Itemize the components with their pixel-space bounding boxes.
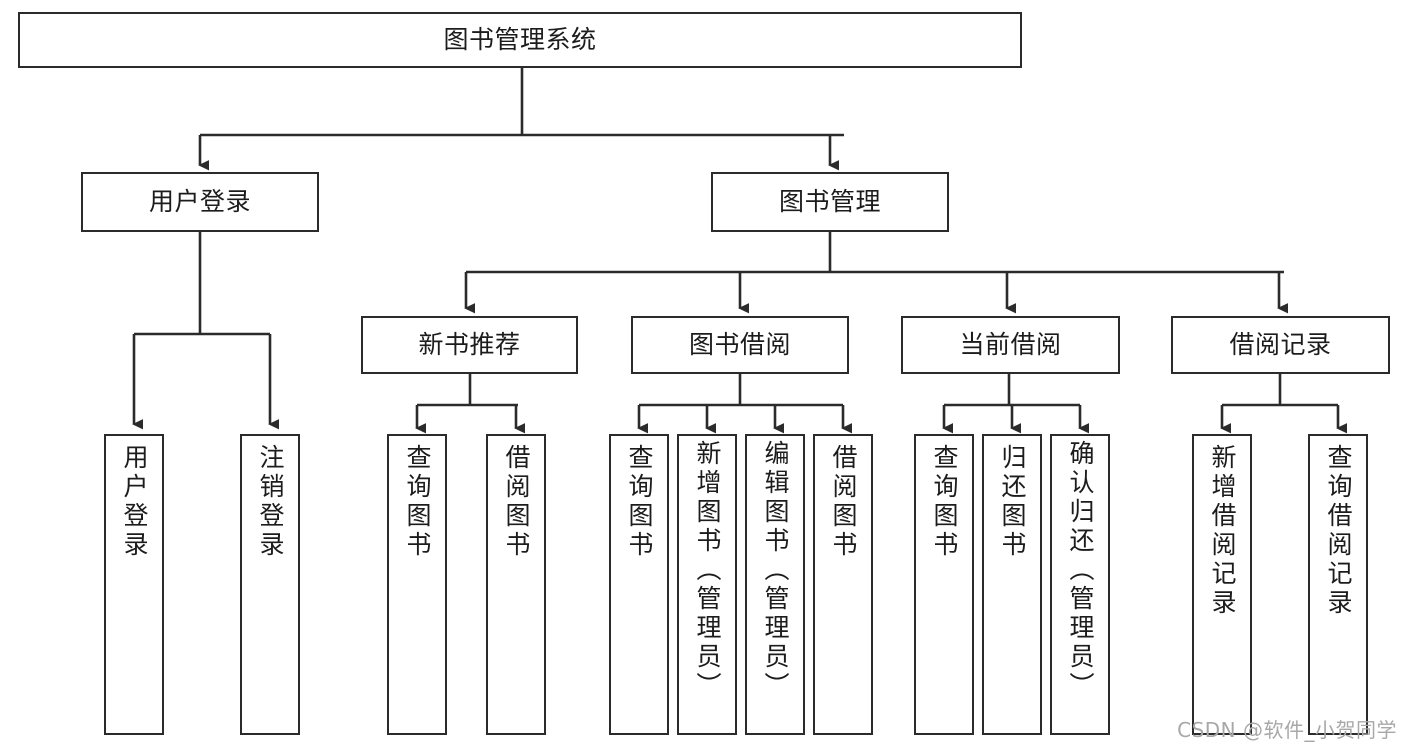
leaf-book-borrow-borrow-label: 借阅图书	[829, 444, 858, 560]
watermark: CSDN @软件_小贺同学	[1177, 718, 1397, 742]
leaf-current-borrow-confirm-return[interactable]: 确认归还（管理员）	[1050, 434, 1110, 735]
leaf-book-borrow-query-label: 查询图书	[625, 444, 654, 560]
node-book-management-label: 图书管理	[778, 187, 881, 217]
leaf-current-borrow-query-label: 查询图书	[930, 444, 959, 560]
node-book-borrow[interactable]: 图书借阅	[631, 316, 849, 374]
node-root[interactable]: 图书管理系统	[18, 12, 1022, 68]
leaf-book-borrow-query[interactable]: 查询图书	[609, 434, 669, 735]
leaf-book-borrow-add[interactable]: 新增图书（管理员）	[677, 434, 737, 735]
leaf-book-borrow-borrow[interactable]: 借阅图书	[813, 434, 873, 735]
node-user-login-label: 用户登录	[148, 187, 251, 217]
leaf-book-borrow-edit-label: 编辑图书（管理员）	[761, 440, 790, 701]
leaf-current-borrow-return-label: 归还图书	[998, 444, 1027, 560]
node-current-borrow-label: 当前借阅	[959, 330, 1062, 360]
node-borrow-record-label: 借阅记录	[1229, 330, 1332, 360]
node-root-label: 图书管理系统	[443, 25, 597, 55]
node-new-book-recommend[interactable]: 新书推荐	[361, 316, 578, 374]
leaf-user-login-logout-label: 注销登录	[256, 444, 285, 560]
leaf-user-login-login[interactable]: 用户登录	[104, 434, 164, 735]
node-borrow-record[interactable]: 借阅记录	[1171, 316, 1390, 374]
leaf-borrow-record-query[interactable]: 查询借阅记录	[1308, 434, 1368, 735]
leaf-user-login-logout[interactable]: 注销登录	[240, 434, 300, 735]
leaf-user-login-login-label: 用户登录	[120, 444, 149, 560]
leaf-current-borrow-query[interactable]: 查询图书	[914, 434, 974, 735]
leaf-current-borrow-return[interactable]: 归还图书	[982, 434, 1042, 735]
leaf-book-borrow-edit[interactable]: 编辑图书（管理员）	[745, 434, 805, 735]
node-current-borrow[interactable]: 当前借阅	[901, 316, 1120, 374]
leaf-book-borrow-add-label: 新增图书（管理员）	[693, 440, 722, 701]
leaf-borrow-record-add-label: 新增借阅记录	[1208, 444, 1237, 618]
node-book-management[interactable]: 图书管理	[711, 172, 949, 232]
node-user-login[interactable]: 用户登录	[81, 172, 319, 232]
leaf-new-book-query[interactable]: 查询图书	[387, 434, 447, 735]
leaf-borrow-record-query-label: 查询借阅记录	[1324, 444, 1353, 618]
node-new-book-recommend-label: 新书推荐	[418, 330, 521, 360]
node-book-borrow-label: 图书借阅	[688, 330, 791, 360]
leaf-new-book-query-label: 查询图书	[403, 444, 432, 560]
leaf-borrow-record-add[interactable]: 新增借阅记录	[1192, 434, 1252, 735]
leaf-current-borrow-confirm-return-label: 确认归还（管理员）	[1066, 440, 1095, 701]
leaf-new-book-borrow-label: 借阅图书	[502, 444, 531, 560]
leaf-new-book-borrow[interactable]: 借阅图书	[486, 434, 546, 735]
